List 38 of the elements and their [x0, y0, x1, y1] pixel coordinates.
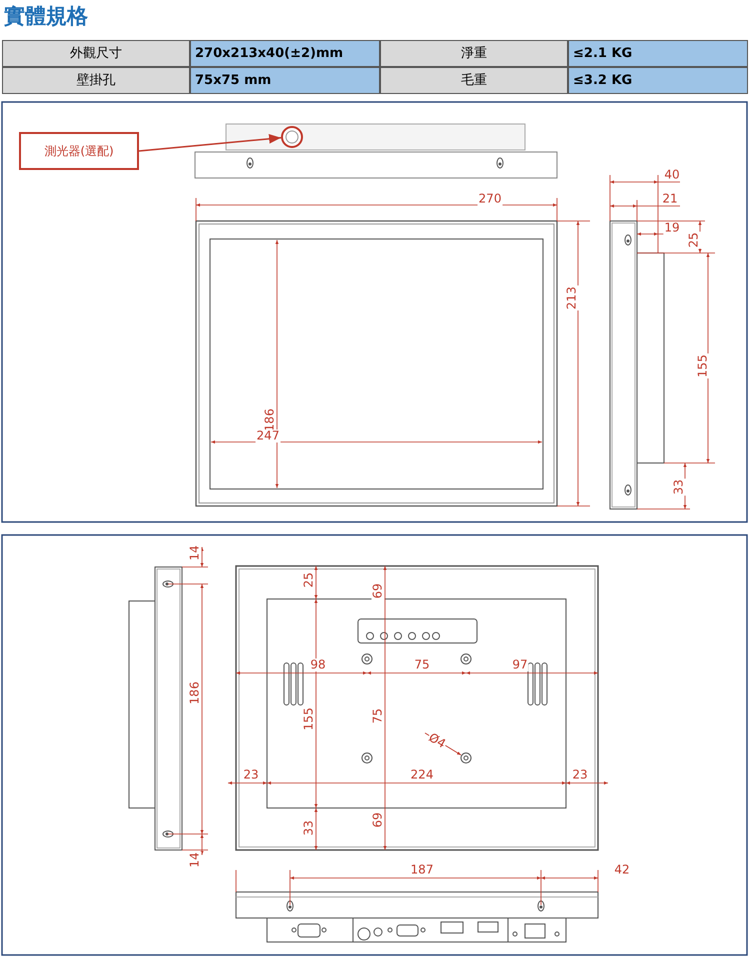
dimension-label: 270: [478, 192, 502, 206]
dimension-label: 23: [571, 768, 589, 782]
table-cell: 外觀尺寸: [2, 40, 190, 67]
dimension-label: 40: [663, 168, 681, 182]
dimension-label: 155: [302, 706, 316, 732]
table-cell: 75x75 mm: [190, 67, 380, 94]
dimension-label: 213: [566, 286, 578, 310]
table-cell: 毛重: [380, 67, 568, 94]
table-cell: 壁掛孔: [2, 67, 190, 94]
dimension-label: 69: [372, 811, 384, 829]
dimension-label: 19: [663, 222, 681, 234]
dimension-label: 25: [302, 571, 316, 589]
dimension-label: 186: [188, 680, 202, 706]
dimension-label: 75: [413, 658, 431, 672]
dimension-label: 14: [188, 851, 202, 869]
table-cell: 淨重: [380, 40, 568, 67]
dimension-label: 97: [511, 658, 529, 672]
dimension-label: 98: [309, 658, 327, 672]
dimension-label: 33: [302, 819, 316, 837]
table-cell: ≤3.2 KG: [568, 67, 748, 94]
title: 實體規格: [4, 3, 88, 30]
dimension-label: 69: [372, 582, 384, 600]
dimension-label: 224: [410, 768, 434, 782]
dimension-label: 187: [410, 864, 434, 876]
dimension-label: 247: [256, 430, 280, 442]
dimension-label: 21: [661, 192, 679, 206]
callout-box: [19, 132, 139, 170]
table-cell: ≤2.1 KG: [568, 40, 748, 67]
dimension-label: 33: [672, 478, 686, 496]
dimension-label: 25: [688, 231, 700, 249]
dimension-label: 23: [242, 768, 260, 782]
dimension-label: 14: [188, 544, 202, 562]
dimension-label: 75: [372, 707, 384, 725]
dimension-label: 155: [696, 354, 710, 378]
callout-text: 測光器(選配): [44, 142, 114, 160]
dimension-label: 42: [613, 864, 631, 876]
leader-line: [138, 134, 282, 152]
table-cell: 270x213x40(±2)mm: [190, 40, 380, 67]
